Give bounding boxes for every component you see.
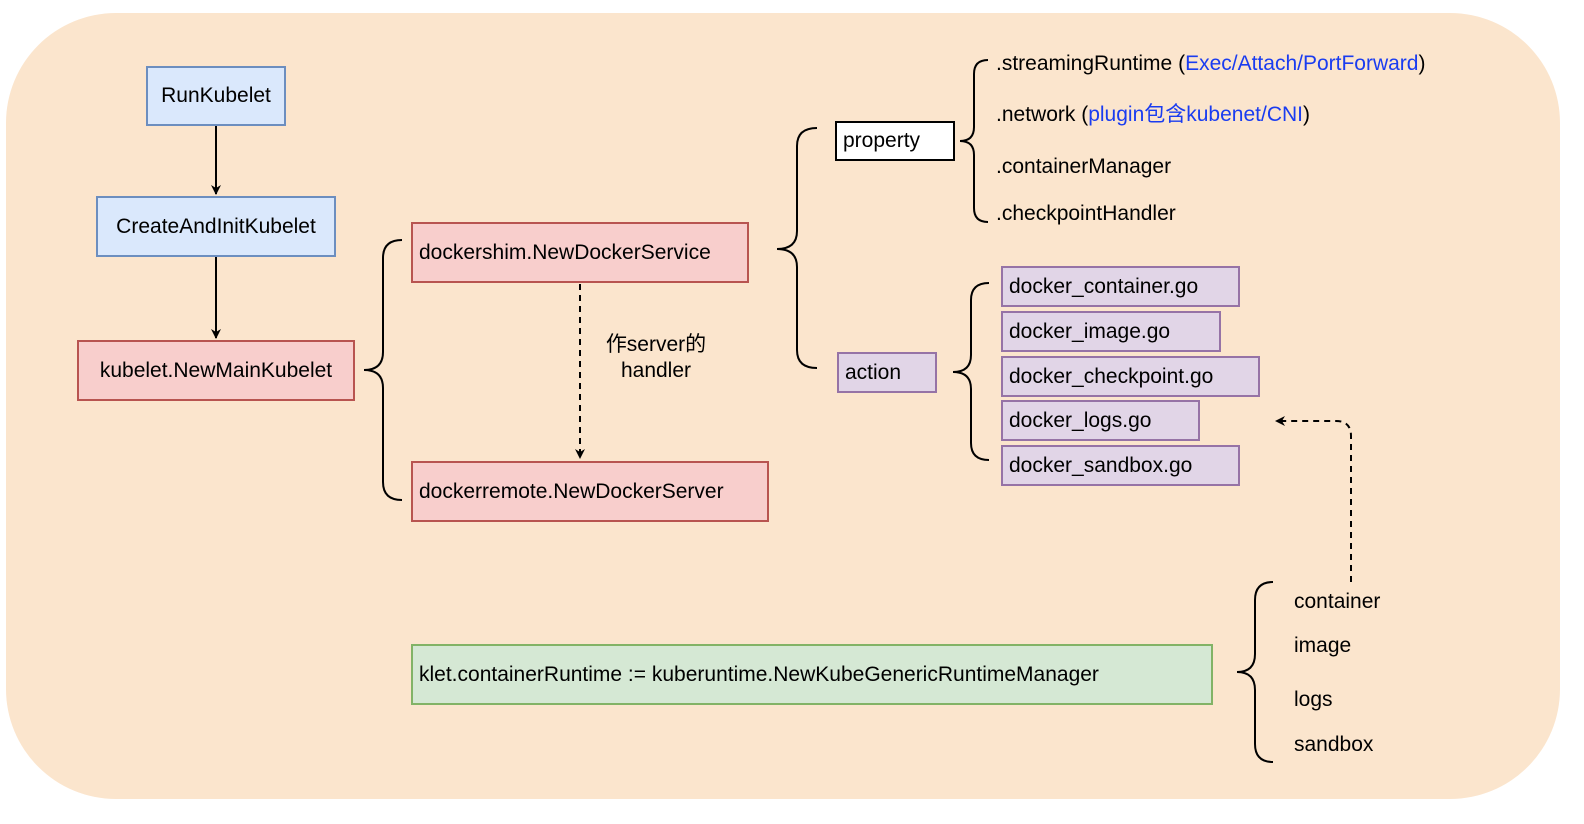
action-file-docker-container: docker_container.go <box>1001 266 1240 307</box>
runtime-item-logs: logs <box>1294 688 1333 711</box>
property-label: property <box>843 129 921 152</box>
action-file-label: docker_checkpoint.go <box>1009 364 1214 388</box>
run-kubelet-label: RunKubelet <box>161 84 271 107</box>
action-file-docker-sandbox: docker_sandbox.go <box>1001 445 1240 486</box>
action-file-label: docker_sandbox.go <box>1009 453 1193 477</box>
property-checkpoint-handler: .checkpointHandler <box>996 202 1176 225</box>
container-runtime-node: klet.containerRuntime := kuberuntime.New… <box>411 644 1213 705</box>
runtime-item-sandbox: sandbox <box>1294 733 1374 756</box>
action-file-docker-logs: docker_logs.go <box>1001 400 1200 441</box>
create-and-init-kubelet-label: CreateAndInitKubelet <box>116 214 316 238</box>
new-docker-service-node: dockershim.NewDockerService <box>411 222 749 283</box>
new-docker-service-label: dockershim.NewDockerService <box>419 240 711 264</box>
handler-edge-label: 作server的 handler <box>596 332 716 384</box>
brace-newmainkubelet <box>363 239 403 501</box>
streaming-runtime-close: ) <box>1418 52 1426 75</box>
property-node: property <box>835 121 955 161</box>
new-docker-server-node: dockerremote.NewDockerServer <box>411 461 769 522</box>
property-streaming-runtime: .streamingRuntime (Exec/Attach/PortForwa… <box>996 51 1425 77</box>
new-docker-server-label: dockerremote.NewDockerServer <box>419 479 724 503</box>
action-file-docker-image: docker_image.go <box>1001 311 1221 352</box>
action-file-label: docker_logs.go <box>1009 408 1152 432</box>
new-main-kubelet-label: kubelet.NewMainKubelet <box>99 358 333 382</box>
property-network: .network (plugin包含kubenet/CNI) <box>996 102 1310 128</box>
action-file-label: docker_image.go <box>1009 319 1171 343</box>
runtime-item-container: container <box>1294 590 1381 613</box>
action-file-docker-checkpoint: docker_checkpoint.go <box>1001 356 1260 397</box>
property-container-manager: .containerManager <box>996 155 1172 178</box>
action-node: action <box>837 352 937 393</box>
create-and-init-kubelet-node: CreateAndInitKubelet <box>96 196 336 257</box>
network-detail: plugin包含kubenet/CNI <box>1088 103 1303 126</box>
network-close: ) <box>1302 103 1310 126</box>
brace-action <box>952 282 990 461</box>
handler-label-line1: 作server的 <box>605 333 707 356</box>
action-file-label: docker_container.go <box>1009 274 1199 298</box>
action-label: action <box>845 360 902 384</box>
brace-runtime-manager <box>1236 581 1274 763</box>
new-main-kubelet-node: kubelet.NewMainKubelet <box>77 340 355 401</box>
run-kubelet-node: RunKubelet <box>146 66 286 126</box>
runtime-item-image: image <box>1294 634 1352 657</box>
handler-label-line2: handler <box>620 359 692 382</box>
network-text: .network ( <box>996 103 1089 126</box>
streaming-runtime-text: .streamingRuntime ( <box>996 52 1186 75</box>
brace-dockerservice <box>776 127 818 369</box>
brace-property <box>959 59 989 223</box>
streaming-runtime-detail: Exec/Attach/PortForward <box>1185 52 1419 75</box>
container-runtime-label: klet.containerRuntime := kuberuntime.New… <box>419 662 1099 686</box>
arrow-runtime-items-to-action-files <box>1275 416 1352 582</box>
